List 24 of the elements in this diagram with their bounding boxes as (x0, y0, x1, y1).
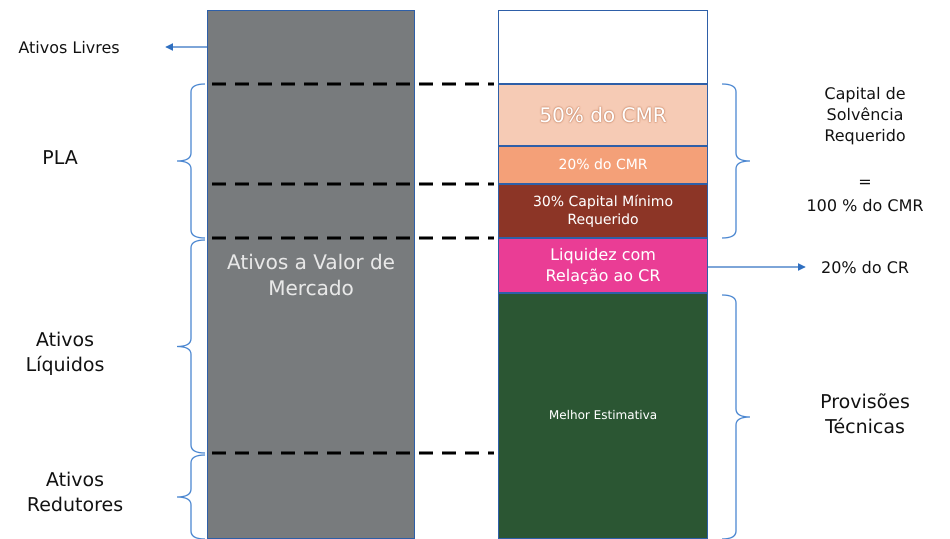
arrow (708, 263, 806, 271)
arrow (165, 43, 207, 51)
bracket-label: Ativos Redutores (26, 468, 124, 518)
liquidity-block (498, 238, 708, 293)
bare-text: 20% do CR (810, 254, 920, 280)
market-value-bar (207, 10, 415, 539)
capital-block (498, 84, 708, 146)
bracket-label: 100 % do CMR (805, 196, 925, 217)
bracket-label: PLA (41, 146, 79, 171)
block-label: Liquidez com Relação ao CR (544, 244, 662, 286)
capital-block (498, 184, 708, 238)
bracket-label: Capital de Solvência Requerido (823, 84, 907, 146)
block-label: 20% do CMR (557, 156, 649, 174)
block-label: Melhor Estimativa (548, 408, 658, 424)
free-space-box (498, 10, 708, 84)
bracket-label: Ativos Líquidos (24, 328, 106, 378)
block-label: 30% Capital Mínimo Requerido (532, 192, 674, 230)
bracket-label: Provisões Técnicas (819, 390, 911, 440)
bracket-label: = (857, 172, 873, 193)
bare-text: Ativos Livres (4, 34, 134, 60)
best-estimate-block (498, 293, 708, 539)
block-label: Ativos a Valor de Mercado (226, 249, 396, 301)
block-label: 50% do CMR (538, 102, 668, 128)
capital-block (498, 146, 708, 184)
